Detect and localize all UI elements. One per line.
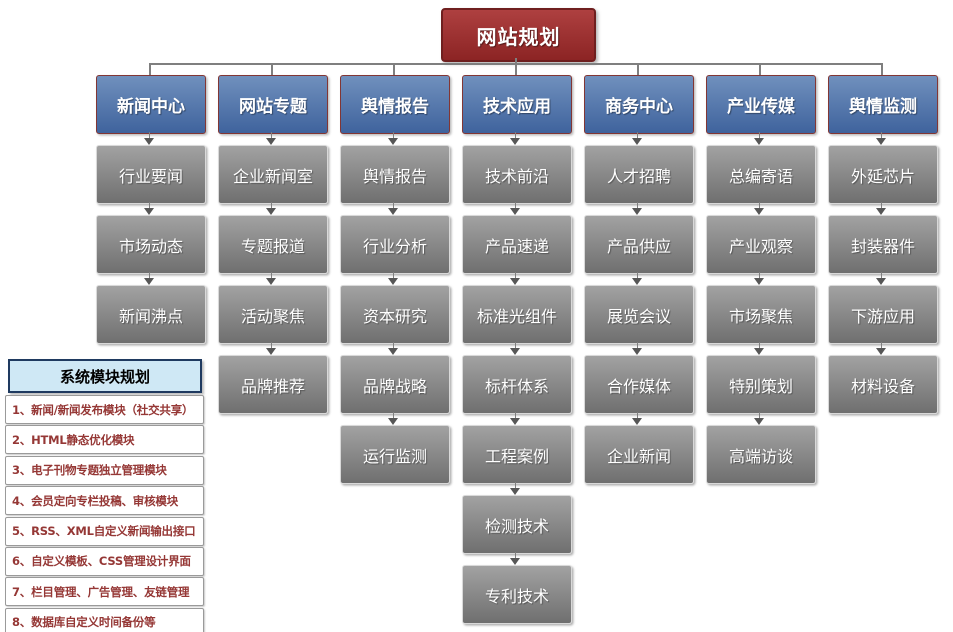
arrow-down-icon (876, 202, 887, 215)
column-header-business-center: 商务中心 (584, 75, 694, 134)
arrow-down-icon (266, 132, 277, 145)
arrow-down-icon (266, 342, 277, 355)
arrow-down-icon (754, 272, 765, 285)
tree-node: 企业新闻 (584, 425, 694, 484)
tree-node: 舆情报告 (340, 145, 450, 204)
tree-node: 高端访谈 (706, 425, 816, 484)
arrow-down-icon (632, 272, 643, 285)
column-header-site-topics: 网站专题 (218, 75, 328, 134)
tree-node: 专题报道 (218, 215, 328, 274)
connector-line (271, 64, 273, 75)
connector-line (637, 64, 639, 75)
list-item: 8、数据库自定义时间备份等 (5, 607, 204, 632)
connector-line (759, 64, 761, 75)
column-header-industry-media: 产业传媒 (706, 75, 816, 134)
arrow-down-icon (632, 202, 643, 215)
arrow-down-icon (876, 132, 887, 145)
tree-node: 专利技术 (462, 565, 572, 624)
arrow-down-icon (510, 132, 521, 145)
column-header-sentiment-monitor: 舆情监测 (828, 75, 938, 134)
column-header-sentiment-report: 舆情报告 (340, 75, 450, 134)
arrow-down-icon (144, 272, 155, 285)
tree-node: 外延芯片 (828, 145, 938, 204)
arrow-down-icon (266, 272, 277, 285)
tree-node: 运行监测 (340, 425, 450, 484)
arrow-down-icon (388, 342, 399, 355)
system-modules-list: 1、新闻/新闻发布模块（社交共享） 2、HTML静态优化模块 3、电子刊物专题独… (5, 395, 204, 632)
list-item: 1、新闻/新闻发布模块（社交共享） (5, 395, 204, 424)
tree-node: 材料设备 (828, 355, 938, 414)
connector-line (393, 64, 395, 75)
arrow-down-icon (510, 412, 521, 425)
tree-node: 品牌推荐 (218, 355, 328, 414)
arrow-down-icon (632, 342, 643, 355)
tree-node: 下游应用 (828, 285, 938, 344)
connector-line (149, 64, 151, 75)
tree-node: 封装器件 (828, 215, 938, 274)
tree-node: 行业要闻 (96, 145, 206, 204)
tree-node: 标杆体系 (462, 355, 572, 414)
tree-node: 市场动态 (96, 215, 206, 274)
arrow-down-icon (388, 132, 399, 145)
list-item: 7、栏目管理、广告管理、友链管理 (5, 577, 204, 607)
column-header-news-center: 新闻中心 (96, 75, 206, 134)
arrow-down-icon (144, 132, 155, 145)
arrow-down-icon (876, 272, 887, 285)
tree-node: 资本研究 (340, 285, 450, 344)
arrow-down-icon (388, 412, 399, 425)
tree-node: 产业观察 (706, 215, 816, 274)
tree-node: 标准光组件 (462, 285, 572, 344)
connector-line (881, 64, 883, 75)
tree-node: 总编寄语 (706, 145, 816, 204)
arrow-down-icon (632, 132, 643, 145)
root-node: 网站规划 (441, 8, 596, 62)
list-item: 2、HTML静态优化模块 (5, 425, 204, 455)
arrow-down-icon (510, 342, 521, 355)
connector-line (149, 63, 883, 65)
tree-node: 企业新闻室 (218, 145, 328, 204)
arrow-down-icon (388, 202, 399, 215)
tree-node: 技术前沿 (462, 145, 572, 204)
tree-node: 品牌战略 (340, 355, 450, 414)
system-modules-panel-title: 系统模块规划 (8, 359, 202, 393)
arrow-down-icon (754, 132, 765, 145)
tree-node: 检测技术 (462, 495, 572, 554)
arrow-down-icon (754, 202, 765, 215)
arrow-down-icon (510, 482, 521, 495)
arrow-down-icon (388, 272, 399, 285)
arrow-down-icon (876, 342, 887, 355)
connector-line (515, 58, 517, 64)
arrow-down-icon (754, 342, 765, 355)
list-item: 6、自定义模板、CSS管理设计界面 (5, 546, 204, 576)
arrow-down-icon (632, 412, 643, 425)
tree-node: 市场聚焦 (706, 285, 816, 344)
tree-node: 合作媒体 (584, 355, 694, 414)
tree-node: 行业分析 (340, 215, 450, 274)
tree-node: 活动聚焦 (218, 285, 328, 344)
list-item: 5、RSS、XML自定义新闻输出接口 (5, 516, 204, 546)
arrow-down-icon (510, 272, 521, 285)
tree-node: 产品供应 (584, 215, 694, 274)
tree-node: 特别策划 (706, 355, 816, 414)
tree-node: 人才招聘 (584, 145, 694, 204)
arrow-down-icon (754, 412, 765, 425)
arrow-down-icon (266, 202, 277, 215)
column-header-tech-application: 技术应用 (462, 75, 572, 134)
tree-node: 展览会议 (584, 285, 694, 344)
connector-line (515, 64, 517, 75)
list-item: 3、电子刊物专题独立管理模块 (5, 455, 204, 485)
tree-node: 产品速递 (462, 215, 572, 274)
arrow-down-icon (510, 202, 521, 215)
arrow-down-icon (144, 202, 155, 215)
tree-node: 工程案例 (462, 425, 572, 484)
tree-node: 新闻沸点 (96, 285, 206, 344)
arrow-down-icon (510, 552, 521, 565)
list-item: 4、会员定向专栏投稿、审核模块 (5, 486, 204, 516)
